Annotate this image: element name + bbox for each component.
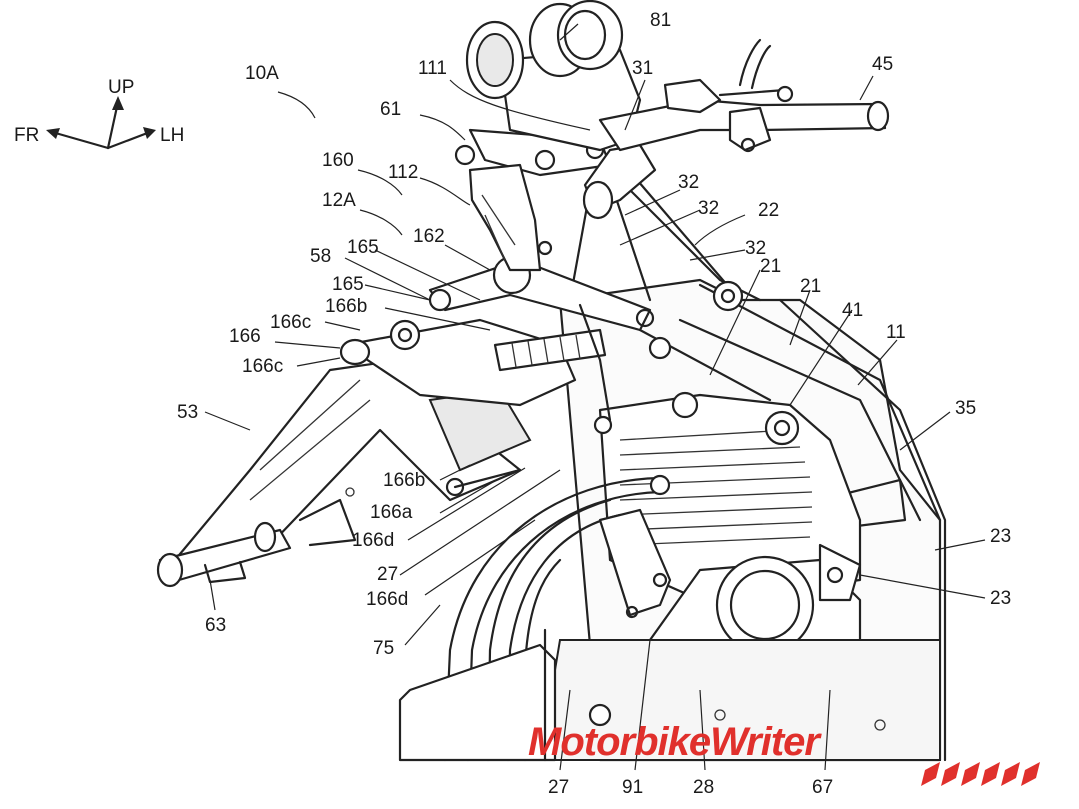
label-35: 35 xyxy=(955,398,976,419)
label-111: 111 xyxy=(418,58,447,79)
label-160: 160 xyxy=(322,150,354,171)
label-166: 166 xyxy=(229,326,261,347)
label-81: 81 xyxy=(650,10,671,31)
label-23-b: 23 xyxy=(990,588,1011,609)
label-166b-mid: 166b xyxy=(383,470,425,491)
label-27-b: 27 xyxy=(548,777,569,798)
label-left: LH xyxy=(160,125,184,146)
label-23-a: 23 xyxy=(990,526,1011,547)
label-32-c: 32 xyxy=(745,238,766,259)
label-61: 61 xyxy=(380,99,401,120)
label-112: 112 xyxy=(388,162,418,183)
handlebar xyxy=(598,38,890,153)
label-32-b: 32 xyxy=(698,198,719,219)
label-166a: 166a xyxy=(370,502,413,523)
label-162: 162 xyxy=(413,226,445,247)
leader-lines xyxy=(204,23,986,771)
label-32-a: 32 xyxy=(678,172,699,193)
label-21-a: 21 xyxy=(760,256,781,277)
label-63: 63 xyxy=(205,615,226,636)
label-53: 53 xyxy=(177,402,198,423)
upper-assembly xyxy=(454,0,657,272)
label-41: 41 xyxy=(842,300,863,321)
direction-indicator: UP FR LH xyxy=(14,77,184,150)
watermark-text: MotorbikeWriter xyxy=(528,720,822,764)
label-58: 58 xyxy=(310,246,331,267)
label-166b-top: 166b xyxy=(325,296,367,317)
bracket-91 xyxy=(598,508,672,619)
label-12A: 12A xyxy=(322,190,356,211)
watermark-logo: MotorbikeWriter xyxy=(528,720,1040,786)
label-28: 28 xyxy=(693,777,714,798)
label-75: 75 xyxy=(373,638,394,659)
label-166c-b: 166c xyxy=(242,356,283,377)
label-45: 45 xyxy=(872,54,893,75)
label-front: FR xyxy=(14,125,39,146)
label-27-a: 27 xyxy=(377,564,398,585)
label-22: 22 xyxy=(758,200,779,221)
label-166c-a: 166c xyxy=(270,312,311,333)
label-21-b: 21 xyxy=(800,276,821,297)
label-166d-a: 166d xyxy=(352,530,394,551)
label-165-a: 165 xyxy=(347,237,379,258)
part-labels: 10A 81 111 31 45 61 160 112 12A 32 32 22… xyxy=(177,10,1011,798)
label-165-b: 165 xyxy=(332,274,364,295)
linkage-assembly xyxy=(339,255,655,497)
label-10A: 10A xyxy=(245,63,279,84)
label-31: 31 xyxy=(632,58,653,79)
label-67: 67 xyxy=(812,777,833,798)
label-91: 91 xyxy=(622,777,643,798)
label-11: 11 xyxy=(886,322,906,343)
label-166d-b: 166d xyxy=(366,589,408,610)
exhaust-pipes xyxy=(398,474,671,762)
label-up: UP xyxy=(108,77,134,98)
footpeg-assembly xyxy=(156,358,532,588)
